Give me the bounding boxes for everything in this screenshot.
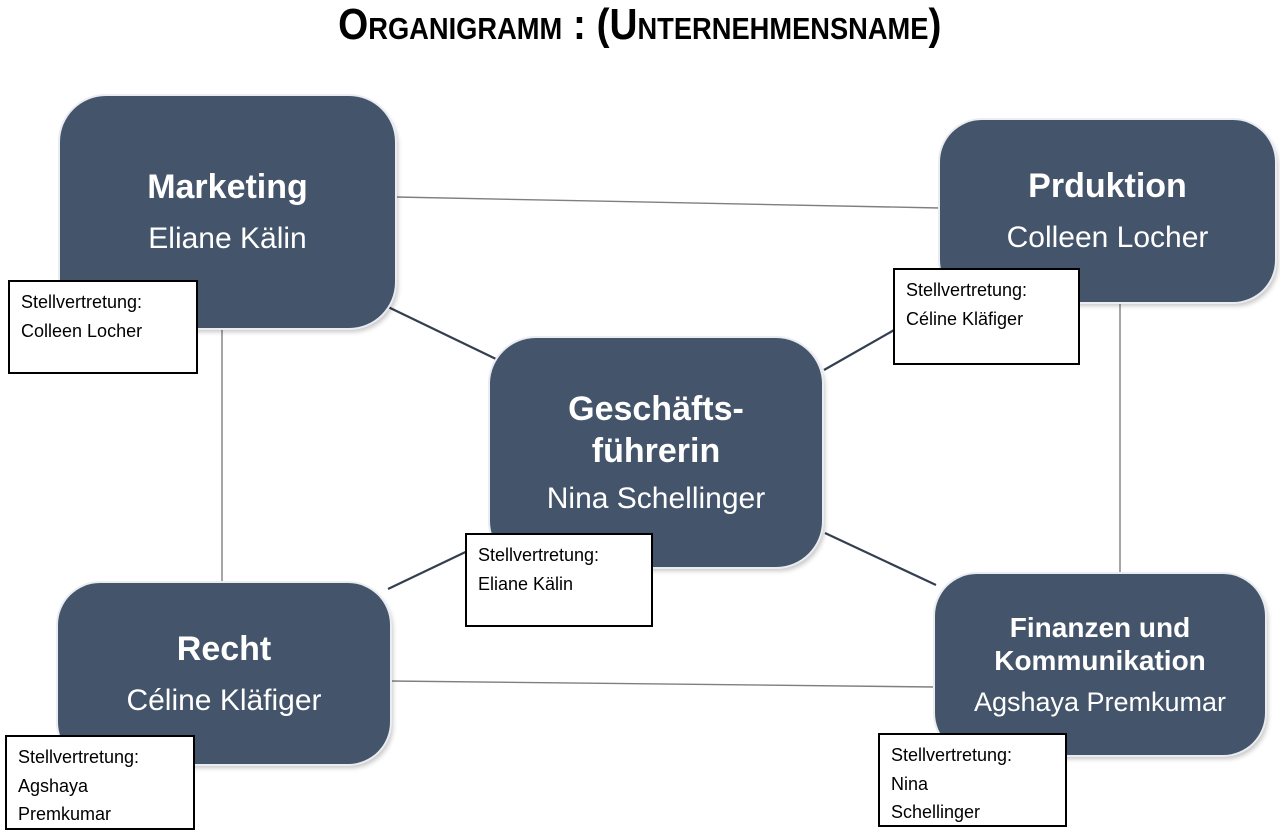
deputy-label: Stellvertretung: bbox=[18, 747, 140, 767]
node-title: Marketing bbox=[147, 168, 308, 206]
node-title-line2: führerin bbox=[591, 431, 721, 470]
page-title: Organigramm : (Unternehmensname) bbox=[0, 0, 1280, 50]
deputy-label: Stellvertretung: bbox=[478, 545, 600, 565]
deputy-box-geschaeftsfuehrerin[interactable]: Stellvertretung: Eliane Kälin bbox=[465, 533, 653, 627]
deputy-box-finanzen[interactable]: Stellvertretung: Nina Schellinger bbox=[878, 733, 1067, 827]
deputy-name-line2: Schellinger bbox=[891, 802, 981, 822]
deputy-box-produktion[interactable]: Stellvertretung: Céline Kläfiger bbox=[893, 268, 1080, 365]
deputy-name: Eliane Kälin bbox=[478, 573, 574, 594]
node-title-line2: Kommunikation bbox=[994, 645, 1206, 676]
node-title: Geschäfts- führerin bbox=[568, 388, 744, 472]
deputy-label: Stellvertretung: bbox=[906, 280, 1028, 300]
deputy-name-line1: Nina bbox=[891, 773, 929, 794]
node-title: Finanzen und Kommunikation bbox=[994, 611, 1206, 677]
node-person: Nina Schellinger bbox=[546, 481, 766, 515]
org-node-recht[interactable]: Recht Céline Kläfiger bbox=[58, 583, 390, 764]
deputy-name: Céline Kläfiger bbox=[906, 308, 1024, 329]
node-person: Agshaya Premkumar bbox=[973, 687, 1227, 717]
node-title: Recht bbox=[176, 629, 272, 668]
page-title-text: Organigramm : (Unternehmensname) bbox=[338, 0, 942, 49]
node-person: Colleen Locher bbox=[1006, 221, 1209, 254]
org-node-geschaeftsfuehrerin[interactable]: Geschäfts- führerin Nina Schellinger bbox=[490, 338, 822, 567]
org-node-finanzen[interactable]: Finanzen und Kommunikation Agshaya Premk… bbox=[935, 574, 1265, 755]
org-node-produktion[interactable]: Prduktion Colleen Locher bbox=[940, 120, 1275, 302]
node-person: Eliane Kälin bbox=[148, 222, 307, 255]
node-title: Prduktion bbox=[1028, 167, 1187, 205]
deputy-label: Stellvertretung: bbox=[21, 292, 143, 312]
deputy-name-line1: Agshaya bbox=[18, 775, 89, 796]
deputy-box-recht[interactable]: Stellvertretung: Agshaya Premkumar bbox=[5, 735, 195, 830]
node-title-line1: Geschäfts- bbox=[568, 389, 744, 428]
connector-marketing-geschaeftsfuehrerin bbox=[383, 304, 497, 360]
deputy-box-marketing[interactable]: Stellvertretung: Colleen Locher bbox=[8, 280, 198, 374]
deputy-name-line2: Premkumar bbox=[18, 804, 112, 824]
deputy-name: Colleen Locher bbox=[21, 320, 143, 341]
connector-recht-finanzen bbox=[389, 680, 936, 688]
node-title-line1: Finanzen und bbox=[1009, 612, 1191, 643]
connector-geschaeftsfuehrerin-finanzen bbox=[824, 532, 937, 586]
connector-marketing-produktion bbox=[395, 196, 941, 209]
deputy-label: Stellvertretung: bbox=[891, 745, 1013, 765]
node-person: Céline Kläfiger bbox=[126, 683, 322, 717]
